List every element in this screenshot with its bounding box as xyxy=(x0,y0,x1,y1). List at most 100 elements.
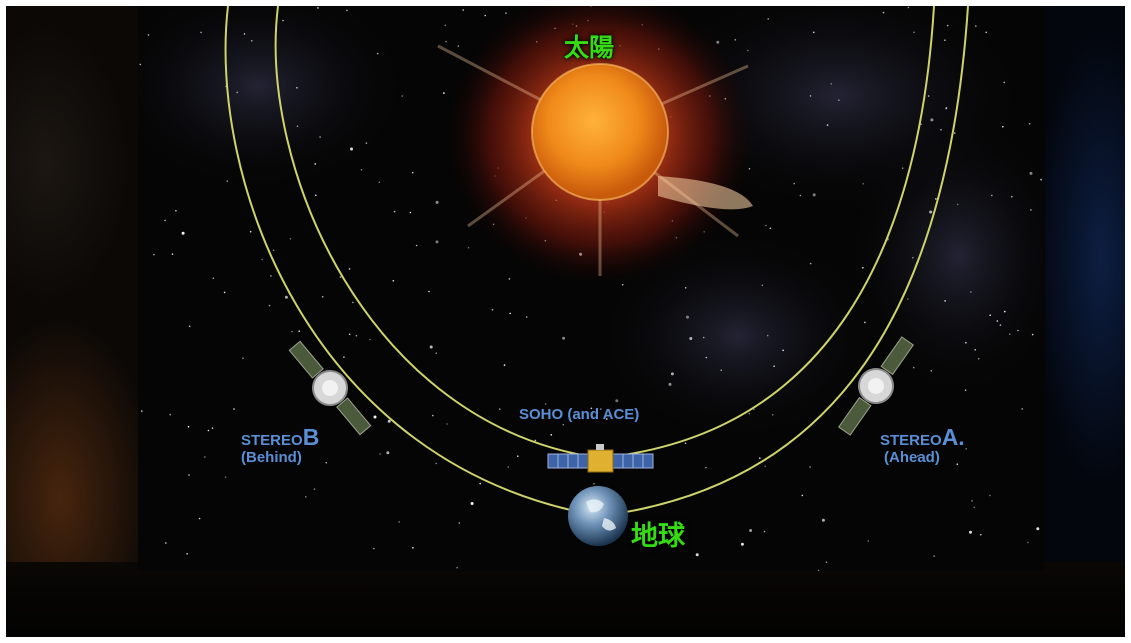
star xyxy=(864,321,866,324)
star xyxy=(456,566,458,569)
star xyxy=(907,298,909,300)
star xyxy=(862,266,864,269)
star xyxy=(740,542,744,546)
star xyxy=(1036,527,1040,531)
star xyxy=(470,502,474,505)
star xyxy=(435,462,438,465)
star xyxy=(211,427,214,429)
star xyxy=(793,182,795,185)
star xyxy=(867,540,870,542)
earth-icon xyxy=(568,486,628,546)
star xyxy=(1021,408,1023,410)
star xyxy=(809,95,812,97)
star xyxy=(393,210,396,213)
star xyxy=(1028,123,1031,125)
star xyxy=(348,333,351,336)
star xyxy=(346,9,348,12)
star xyxy=(940,128,942,131)
star xyxy=(314,163,316,165)
star xyxy=(188,474,190,476)
star xyxy=(457,45,460,47)
star xyxy=(226,180,229,182)
star xyxy=(801,494,804,497)
star xyxy=(965,448,967,450)
star xyxy=(289,238,292,240)
star xyxy=(606,418,608,420)
star xyxy=(484,14,487,17)
star xyxy=(753,408,755,411)
star xyxy=(198,517,201,520)
star xyxy=(817,569,820,571)
star xyxy=(748,412,751,415)
star xyxy=(935,198,937,200)
star xyxy=(386,451,390,455)
star xyxy=(343,356,345,358)
star xyxy=(838,99,840,101)
star xyxy=(999,324,1002,326)
star xyxy=(525,316,528,318)
star xyxy=(799,194,802,197)
star xyxy=(773,365,775,368)
star xyxy=(360,168,363,171)
star xyxy=(296,87,298,89)
star xyxy=(695,553,699,557)
star xyxy=(991,194,993,197)
star xyxy=(813,31,815,34)
star xyxy=(759,457,761,459)
star xyxy=(444,24,447,27)
background-right-panel xyxy=(1045,6,1125,637)
star xyxy=(562,336,566,340)
star xyxy=(765,224,767,227)
star xyxy=(901,167,904,169)
star xyxy=(165,542,167,544)
star xyxy=(812,193,816,197)
star xyxy=(317,7,319,9)
star xyxy=(507,466,510,468)
star xyxy=(458,522,461,524)
star xyxy=(550,434,553,436)
star xyxy=(1040,178,1042,181)
stereo-b-prefix: STEREO xyxy=(241,432,303,449)
star xyxy=(409,211,412,214)
star xyxy=(930,370,933,372)
star xyxy=(284,295,288,299)
stereo-b-note: (Behind) xyxy=(241,449,302,466)
star xyxy=(862,183,864,185)
star xyxy=(268,304,271,307)
stereo-a-label: STEREOA. (Ahead) xyxy=(880,424,965,466)
star xyxy=(223,291,226,294)
star xyxy=(562,423,565,426)
satellite-soho-icon xyxy=(547,444,654,473)
star xyxy=(747,49,749,52)
star xyxy=(769,227,772,230)
star xyxy=(764,465,766,468)
star xyxy=(705,356,708,359)
sun-label: 太陽 xyxy=(564,33,615,62)
star xyxy=(912,366,915,369)
star xyxy=(236,91,238,94)
star xyxy=(249,230,252,233)
star xyxy=(912,256,914,259)
star xyxy=(415,244,418,247)
star xyxy=(771,414,774,416)
star xyxy=(319,136,321,138)
star xyxy=(977,357,980,360)
star xyxy=(169,413,171,416)
star xyxy=(969,530,972,534)
star xyxy=(325,461,328,464)
star xyxy=(929,210,933,214)
star xyxy=(204,456,206,458)
star xyxy=(1029,171,1033,175)
star xyxy=(373,415,377,419)
star xyxy=(825,561,828,563)
star xyxy=(965,341,967,344)
star xyxy=(272,249,275,252)
star xyxy=(435,200,439,204)
star xyxy=(181,231,185,235)
star xyxy=(498,408,501,410)
star xyxy=(243,33,246,35)
star xyxy=(1008,333,1011,336)
star xyxy=(544,403,547,405)
star xyxy=(411,171,414,174)
star xyxy=(985,31,987,34)
